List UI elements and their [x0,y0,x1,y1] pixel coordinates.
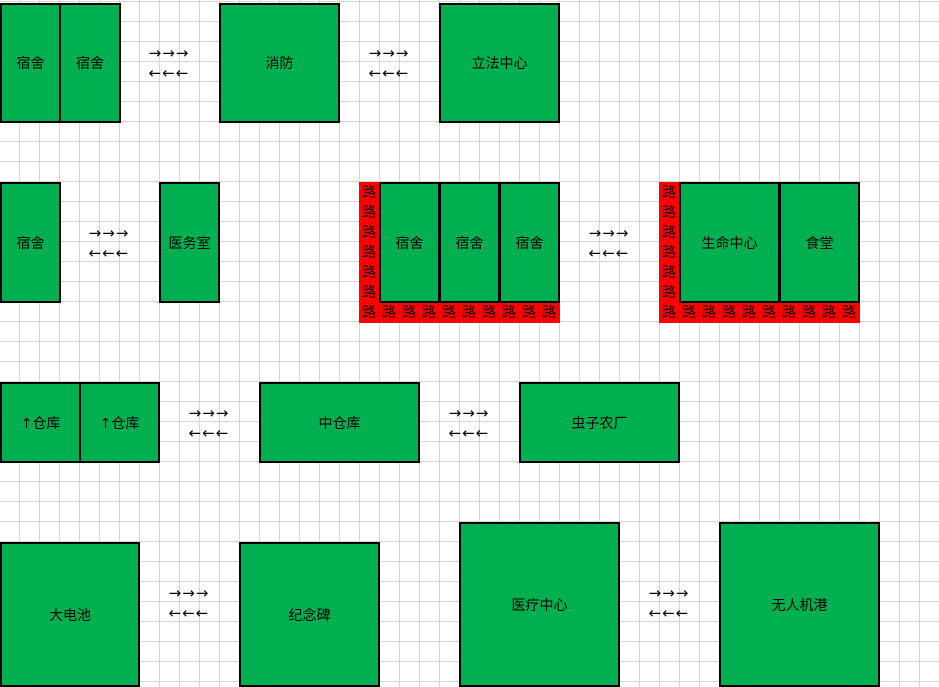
road-label: 路 [782,305,796,321]
room-medium-storage: 中仓库 [259,382,420,463]
arrow-left: ←←← [188,424,230,442]
road-label: 路 [402,305,416,321]
road-label: 路 [362,265,376,281]
road-label: 路 [362,225,376,241]
arrow-right: →→→ [168,584,210,602]
road-label: 路 [662,185,676,201]
arrow-right: →→→ [88,224,130,242]
road-label: 路 [362,245,376,261]
road-label: 路 [662,285,676,301]
road-label: 路 [822,305,836,321]
room-storage: ↑仓库 [0,382,81,463]
road-label: 路 [722,305,736,321]
road-label: 路 [802,305,816,321]
room-dorm: 宿舍 [0,182,61,303]
room-bug-farm: 虫子农厂 [519,382,680,463]
room-dorm: 宿舍 [59,3,121,123]
arrow-right: →→→ [648,584,690,602]
road-label: 路 [762,305,776,321]
road-label: 路 [542,305,556,321]
room-monument: 纪念碑 [239,542,380,687]
road-label: 路 [382,305,396,321]
road-label: 路 [462,305,476,321]
arrow-right: →→→ [148,44,190,62]
road-label: 路 [662,205,676,221]
road-label: 路 [442,305,456,321]
road-label: 路 [662,265,676,281]
road-label: 路 [362,285,376,301]
room-dorm: 宿舍 [499,182,560,303]
road-label: 路 [662,225,676,241]
room-dorm: 宿舍 [0,3,61,123]
road-label: 路 [662,245,676,261]
road-label: 路 [742,305,756,321]
arrow-right: →→→ [588,224,630,242]
road-label: 路 [662,305,676,321]
arrow-left: ←←← [448,424,490,442]
room-drone-port: 无人机港 [719,522,880,687]
arrow-left: ←←← [648,604,690,622]
road-label: 路 [702,305,716,321]
road-label: 路 [362,205,376,221]
road-label: 路 [682,305,696,321]
arrow-right: →→→ [448,404,490,422]
arrow-left: ←←← [88,244,130,262]
room-legislation-center: 立法中心 [439,3,560,123]
arrow-left: ←←← [148,64,190,82]
road-label: 路 [502,305,516,321]
room-medical-center: 医疗中心 [459,522,620,687]
road-label: 路 [362,185,376,201]
room-canteen: 食堂 [779,182,860,303]
road-label: 路 [522,305,536,321]
room-big-battery: 大电池 [0,542,140,687]
room-fire-station: 消防 [219,3,340,123]
room-dorm: 宿舍 [379,182,440,303]
room-dorm: 宿舍 [439,182,500,303]
road-label: 路 [362,305,376,321]
arrow-right: →→→ [368,44,410,62]
road-label: 路 [842,305,856,321]
room-infirmary: 医务室 [159,182,220,303]
arrow-left: ←←← [588,244,630,262]
road-label: 路 [482,305,496,321]
arrow-left: ←←← [168,604,210,622]
road-label: 路 [422,305,436,321]
arrow-right: →→→ [188,404,230,422]
arrow-left: ←←← [368,64,410,82]
room-life-center: 生命中心 [679,182,780,303]
room-storage: ↑仓库 [79,382,160,463]
